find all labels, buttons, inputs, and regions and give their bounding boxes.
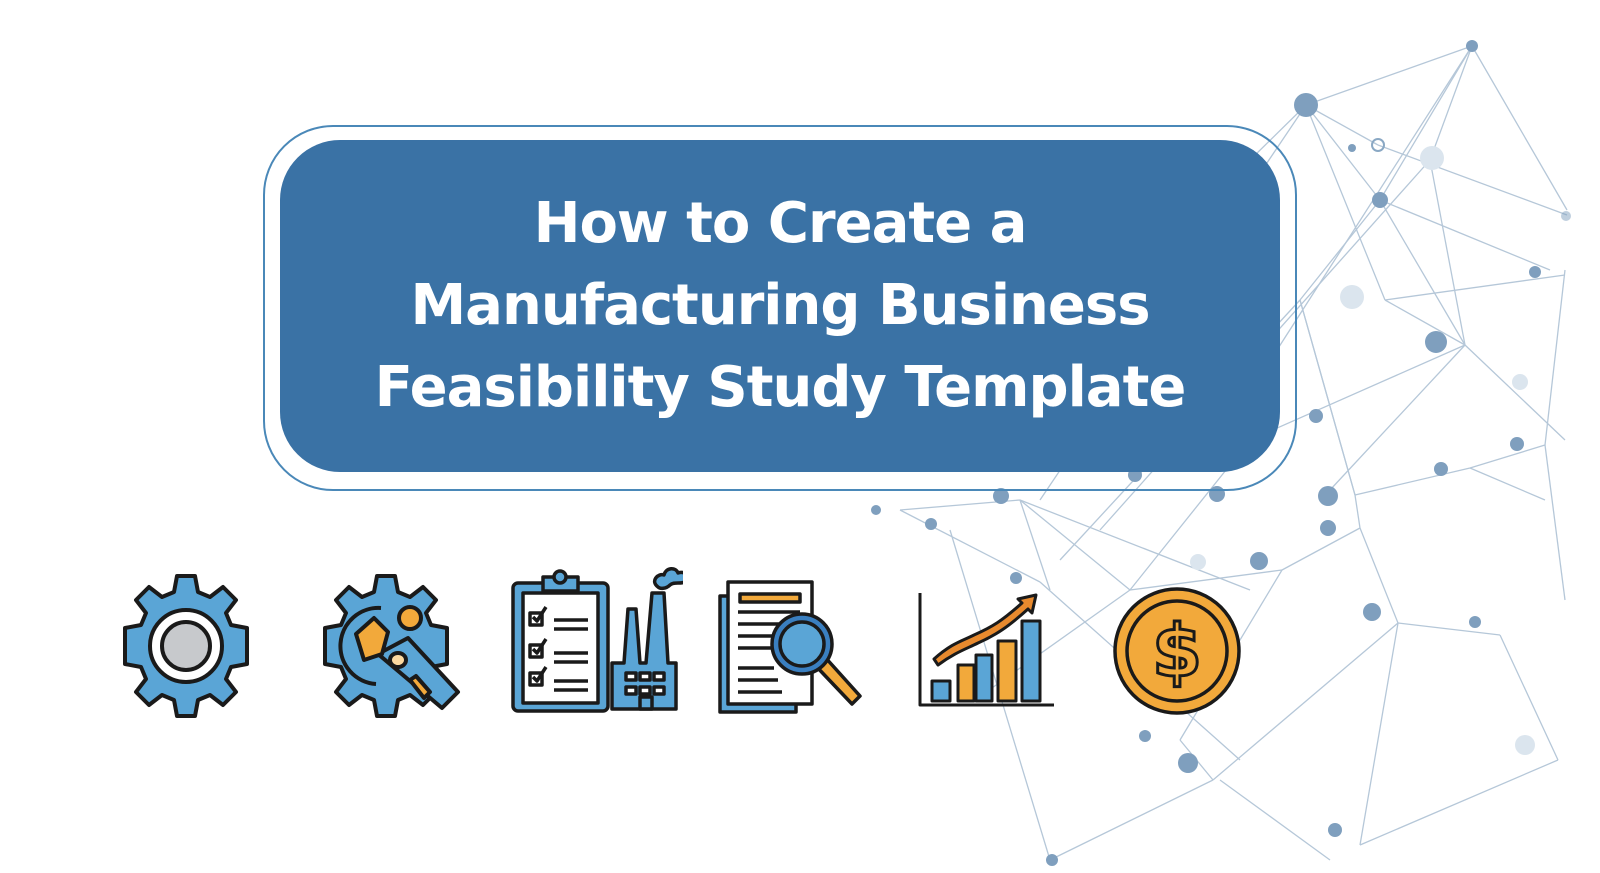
gear-icon <box>123 574 249 718</box>
title-line-3: Feasibility Study Template <box>374 355 1187 420</box>
dollar-coin-icon: $ <box>1113 587 1241 715</box>
title-line-2: Manufacturing Business <box>410 273 1150 338</box>
title-outline <box>263 125 1297 491</box>
title-line-1: How to Create a <box>533 191 1028 256</box>
title-banner: How to Create a Manufacturing Business F… <box>280 140 1280 472</box>
gear-tools-icon <box>323 574 460 718</box>
checklist-factory-icon <box>511 567 683 713</box>
document-search-icon <box>718 580 862 714</box>
dollar-sign: $ <box>1152 609 1202 693</box>
growth-chart-icon <box>918 593 1054 707</box>
